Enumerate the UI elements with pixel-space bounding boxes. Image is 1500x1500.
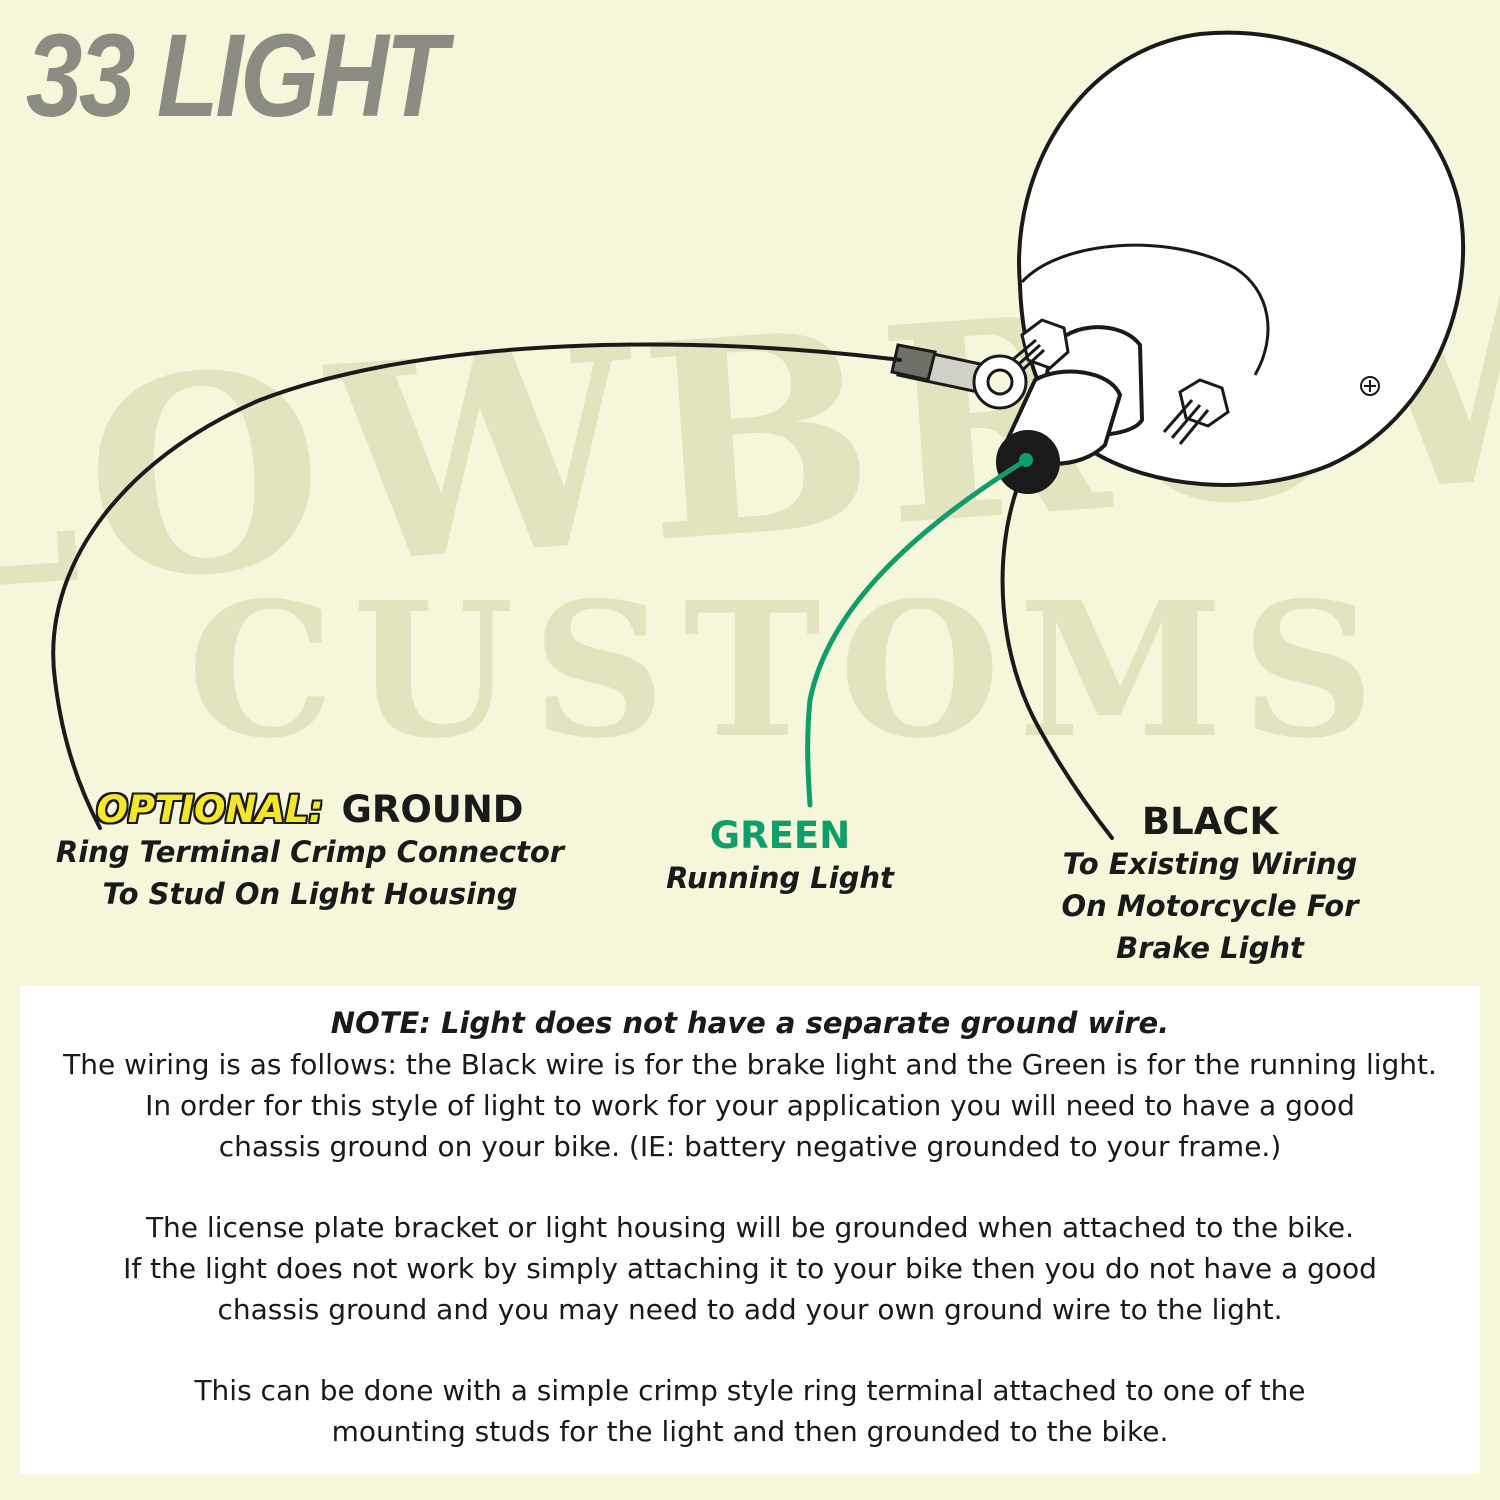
ground-heading-row: OPTIONAL: GROUND <box>30 788 590 831</box>
note-p2-line2: If the light does not work by simply att… <box>123 1252 1377 1285</box>
optional-tag: OPTIONAL: <box>96 788 324 831</box>
note-p1-line1: The wiring is as follows: the Black wire… <box>63 1048 1437 1081</box>
note-p3-line1: This can be done with a simple crimp sty… <box>194 1374 1306 1407</box>
watermark-line2: CUSTOMS <box>187 561 1392 779</box>
black-line3: Brake Light <box>1116 931 1304 965</box>
note-p1-line3: chassis ground on your bike. (IE: batter… <box>218 1130 1282 1163</box>
ground-heading: GROUND <box>341 788 524 831</box>
black-label: BLACK To Existing Wiring On Motorcycle F… <box>1040 800 1380 969</box>
note-box: NOTE: Light does not have a separate gro… <box>20 986 1480 1474</box>
note-paragraph-1: The wiring is as follows: the Black wire… <box>20 1044 1480 1167</box>
black-wire <box>1000 478 1114 840</box>
note-p1-line2: In order for this style of light to work… <box>145 1089 1355 1122</box>
housing-screw-slot <box>1364 380 1376 392</box>
note-p2-line3: chassis ground and you may need to add y… <box>217 1293 1283 1326</box>
ring-terminal <box>890 343 1028 410</box>
ground-line1: Ring Terminal Crimp Connector <box>55 835 565 869</box>
note-p2-line1: The license plate bracket or light housi… <box>145 1211 1355 1244</box>
green-heading: GREEN <box>709 814 851 857</box>
mounting-stud-right <box>1162 378 1230 445</box>
note-heading: NOTE: Light does not have a separate gro… <box>330 1006 1170 1040</box>
housing-back-plate <box>1020 243 1270 376</box>
green-wire <box>805 457 1029 808</box>
green-label: GREEN Running Light <box>620 814 940 899</box>
black-heading: BLACK <box>1141 800 1279 843</box>
ground-label: OPTIONAL: GROUND Ring Terminal Crimp Conn… <box>30 788 590 915</box>
page-title: 33 LIGHT <box>26 10 447 142</box>
ground-wire <box>51 342 902 830</box>
black-line1: To Existing Wiring <box>1062 847 1358 881</box>
ring-terminal-hole <box>986 368 1014 396</box>
green-line1: Running Light <box>666 861 894 895</box>
note-paragraph-3: This can be done with a simple crimp sty… <box>20 1370 1480 1452</box>
note-p3-line2: mounting studs for the light and then gr… <box>331 1415 1169 1448</box>
ring-terminal-sleeve <box>890 343 937 382</box>
note-paragraph-2: The license plate bracket or light housi… <box>20 1207 1480 1330</box>
black-line2: On Motorcycle For <box>1061 889 1359 923</box>
ground-line2: To Stud On Light Housing <box>102 877 518 911</box>
stud-thread-right <box>1162 399 1210 445</box>
stud-nut-top <box>1020 318 1070 370</box>
wire-grommet <box>996 325 1145 494</box>
